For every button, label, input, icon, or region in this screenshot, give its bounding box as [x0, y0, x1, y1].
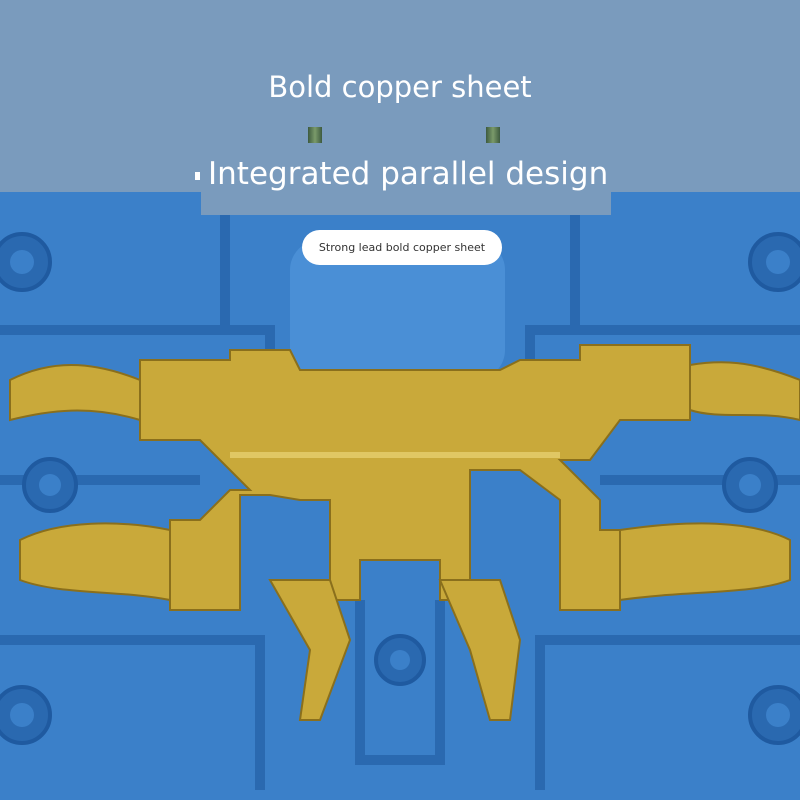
subheadline: Integrated parallel design	[195, 156, 608, 192]
wire	[308, 127, 322, 143]
headline: Bold copper sheet	[268, 70, 532, 104]
wire	[486, 127, 500, 143]
subheadline-text: Integrated parallel design	[208, 156, 609, 192]
center-post	[290, 240, 505, 380]
copper-sheet	[9, 344, 800, 721]
feature-badge: Strong lead bold copper sheet	[302, 230, 502, 265]
subheadline-box	[201, 150, 611, 215]
bullet-icon	[195, 171, 200, 180]
